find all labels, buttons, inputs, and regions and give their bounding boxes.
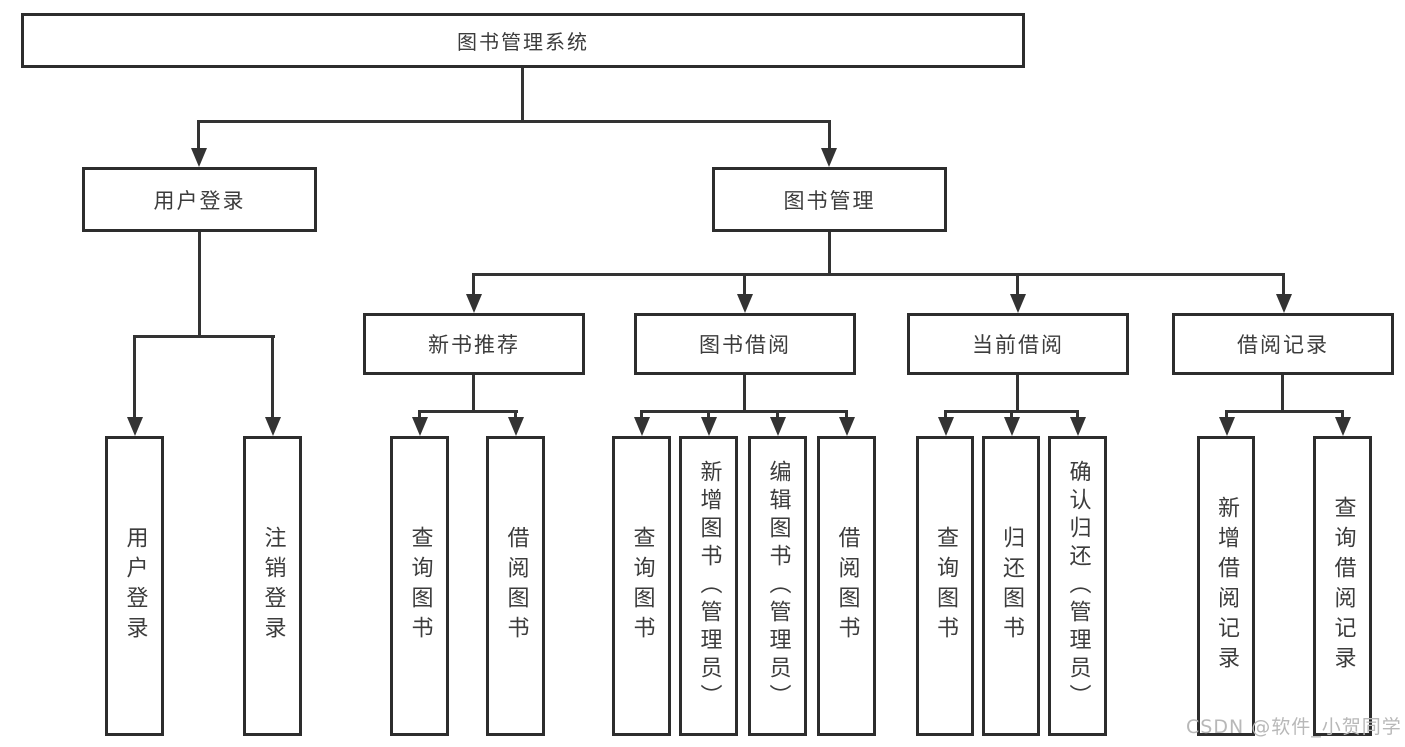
node-library-management-system: 图书管理系统: [21, 13, 1025, 68]
leaf-label: 查询借阅记录: [1330, 496, 1356, 676]
connector-current-borrow-stem: [1016, 375, 1019, 410]
arrowhead-to-br-add-record: [1219, 417, 1235, 436]
leaf-br-query-record: 查询借阅记录: [1313, 436, 1372, 736]
leaf-cb-return-books: 归还图书: [982, 436, 1040, 736]
arrowhead-to-leaf-logout: [265, 417, 281, 436]
connector-leaf-stem: [1076, 410, 1079, 419]
arrowhead-to-bb-edit-books: [770, 417, 786, 436]
node-label: 图书管理: [783, 188, 876, 213]
connector-leaf-stem: [1225, 410, 1228, 419]
node-label: 图书管理系统: [457, 30, 589, 54]
leaf-label: 确认归还（管理员）: [1065, 460, 1091, 712]
arrowhead-to-bb-add-books: [701, 417, 717, 436]
arrowhead-to-cb-confirm-return: [1070, 417, 1086, 436]
arrowhead-to-new-book: [466, 294, 482, 313]
connector-book-borrow-junction: [640, 410, 848, 413]
arrowhead-to-current-borrow: [1010, 294, 1026, 313]
arrowhead-to-nb-query-books: [412, 417, 428, 436]
connector-leaf-stem: [418, 410, 421, 419]
connector-leaf-stem: [640, 410, 643, 419]
node-user-login: 用户登录: [82, 167, 317, 232]
connector-borrow-records-junction: [1225, 410, 1344, 413]
leaf-label: 编辑图书（管理员）: [765, 460, 791, 712]
node-label: 新书推荐: [428, 333, 520, 357]
connector-to-leaf-user-login-stem: [133, 335, 136, 419]
leaf-nb-borrow-books: 借阅图书: [486, 436, 545, 736]
leaf-label: 新增借阅记录: [1214, 496, 1239, 676]
leaf-bb-add-books-admin: 新增图书（管理员）: [679, 436, 738, 736]
leaf-bb-query-books: 查询图书: [612, 436, 671, 736]
connector-user-login-junction: [133, 335, 275, 338]
node-label: 用户登录: [153, 188, 246, 213]
leaf-bb-edit-books-admin: 编辑图书（管理员）: [748, 436, 807, 736]
connector-root-junction: [197, 120, 831, 123]
arrowhead-to-borrow-records: [1276, 294, 1292, 313]
connector-user-login-stem: [198, 232, 201, 335]
connector-to-book-management-stem: [828, 120, 831, 150]
node-book-borrowing: 图书借阅: [634, 313, 856, 375]
connector-book-borrow-stem: [743, 375, 746, 410]
leaf-label: 查询图书: [933, 526, 958, 646]
connector-leaf-stem: [707, 410, 710, 419]
node-borrowing-records: 借阅记录: [1172, 313, 1394, 375]
leaf-label: 用户登录: [122, 526, 148, 646]
node-label: 当前借阅: [972, 333, 1064, 357]
arrowhead-to-book-borrow: [737, 294, 753, 313]
connector-to-current-borrow-stem: [1016, 273, 1019, 296]
leaf-br-add-record: 新增借阅记录: [1197, 436, 1255, 736]
connector-to-book-borrow-stem: [743, 273, 746, 296]
leaf-label: 归还图书: [999, 526, 1024, 646]
leaf-label: 注销登录: [260, 526, 286, 646]
arrowhead-to-bb-borrow-books: [839, 417, 855, 436]
node-new-book-recommend: 新书推荐: [363, 313, 585, 375]
connector-to-user-login-stem: [197, 120, 200, 150]
connector-borrow-records-stem: [1281, 375, 1284, 410]
connector-to-borrow-records-stem: [1282, 273, 1285, 296]
csdn-watermark: CSDN @软件_小贺同学: [1186, 716, 1402, 738]
connector-new-book-stem: [472, 375, 475, 410]
leaf-bb-borrow-books: 借阅图书: [817, 436, 876, 736]
connector-root-stem: [521, 68, 524, 122]
arrowhead-to-book-management: [821, 148, 837, 167]
node-label: 图书借阅: [699, 333, 791, 357]
leaf-label: 借阅图书: [834, 526, 860, 646]
node-current-borrowing: 当前借阅: [907, 313, 1129, 375]
arrowhead-to-cb-query-books: [938, 417, 954, 436]
arrowhead-to-leaf-user-login: [127, 417, 143, 436]
connector-leaf-stem: [845, 410, 848, 419]
leaf-label: 查询图书: [407, 526, 433, 646]
leaf-nb-query-books: 查询图书: [390, 436, 449, 736]
node-book-management: 图书管理: [712, 167, 947, 232]
connector-book-management-junction: [472, 273, 1285, 276]
arrowhead-to-br-query-record: [1335, 417, 1351, 436]
connector-to-leaf-logout-stem: [271, 335, 274, 419]
connector-leaf-stem: [776, 410, 779, 419]
connector-to-new-book-stem: [472, 273, 475, 296]
arrowhead-to-bb-query-books: [634, 417, 650, 436]
leaf-label: 借阅图书: [503, 526, 529, 646]
leaf-label: 新增图书（管理员）: [696, 460, 722, 712]
connector-leaf-stem: [944, 410, 947, 419]
leaf-user-login: 用户登录: [105, 436, 164, 736]
connector-new-book-junction: [418, 410, 518, 413]
connector-leaf-stem: [514, 410, 517, 419]
leaf-logout: 注销登录: [243, 436, 302, 736]
arrowhead-to-cb-return-books: [1004, 417, 1020, 436]
connector-book-management-stem: [828, 232, 831, 273]
connector-leaf-stem: [1010, 410, 1013, 419]
leaf-label: 查询图书: [629, 526, 655, 646]
arrowhead-to-nb-borrow-books: [508, 417, 524, 436]
connector-leaf-stem: [1341, 410, 1344, 419]
leaf-cb-confirm-return-admin: 确认归还（管理员）: [1048, 436, 1107, 736]
arrowhead-to-user-login: [191, 148, 207, 167]
node-label: 借阅记录: [1237, 333, 1329, 357]
leaf-cb-query-books: 查询图书: [916, 436, 974, 736]
